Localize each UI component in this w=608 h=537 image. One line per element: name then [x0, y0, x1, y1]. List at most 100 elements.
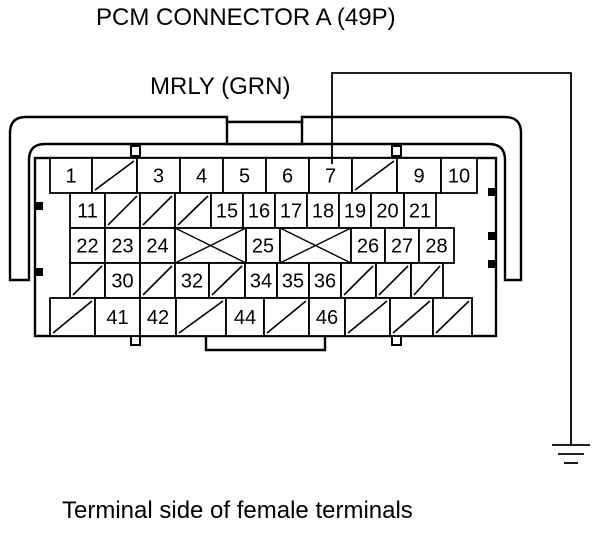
terminal-cell: 46: [308, 297, 346, 337]
blank-cavity: [139, 262, 176, 299]
terminal-cell: 19: [338, 192, 372, 229]
terminal-number: 6: [282, 166, 293, 188]
terminal-cell: 18: [306, 192, 340, 229]
terminal-cell: 6: [265, 157, 310, 194]
ground-icon: [552, 444, 590, 464]
blank-cavity: [104, 192, 141, 229]
terminal-cell: 17: [274, 192, 308, 229]
blank-cavity: [375, 262, 412, 299]
lock-pin-right-1: [488, 188, 495, 196]
terminal-cell: 44: [225, 297, 265, 337]
terminal-number: 34: [250, 271, 272, 293]
top-key-right: [391, 145, 402, 157]
bottom-tab: [204, 336, 327, 352]
terminal-number: 26: [357, 236, 379, 258]
terminal-cell: 20: [370, 192, 405, 229]
terminal-cell: 7: [308, 157, 353, 194]
blank-cavity: [432, 297, 473, 337]
bottom-key-left: [130, 335, 141, 346]
blank-cavity: [139, 192, 176, 229]
terminal-number: 25: [252, 236, 274, 258]
bottom-key-right: [391, 335, 402, 346]
terminal-cell: 4: [179, 157, 224, 194]
terminal-number: 23: [111, 236, 133, 258]
terminal-cell: 22: [69, 227, 106, 264]
terminal-number: 46: [316, 307, 338, 329]
terminal-cell: 9: [396, 157, 442, 194]
blank-cavity: [49, 297, 96, 337]
blank-cavity: [410, 262, 444, 299]
terminal-cell: 15: [210, 192, 244, 229]
terminal-cell: 11: [69, 192, 106, 229]
terminal-cell: 28: [418, 227, 455, 264]
terminal-cell: 27: [384, 227, 420, 264]
blank-cavity: [389, 297, 434, 337]
terminal-cell: 41: [94, 297, 141, 337]
connector-title: PCM CONNECTOR A (49P): [96, 4, 396, 31]
blank-cavity: [263, 297, 310, 337]
blank-cavity: [174, 192, 212, 229]
top-key-left: [130, 145, 141, 157]
terminal-number: 3: [153, 166, 164, 188]
terminal-number: 41: [106, 307, 128, 329]
terminal-cell: 36: [308, 262, 342, 299]
terminal-cell: 25: [245, 227, 281, 264]
terminal-cell: 42: [139, 297, 177, 337]
terminal-number: 22: [76, 236, 98, 258]
terminal-cell: 5: [222, 157, 267, 194]
terminal-number: 11: [77, 201, 98, 223]
terminal-number: 21: [409, 201, 431, 223]
blank-cavity: [344, 297, 391, 337]
blank-cavity: [69, 262, 106, 299]
terminal-number: 9: [413, 166, 424, 188]
terminal-cell: 32: [174, 262, 210, 299]
terminal-number: 1: [65, 166, 76, 188]
blank-cavity: [174, 227, 247, 264]
terminal-cell: 3: [136, 157, 181, 194]
terminal-cell: 10: [440, 157, 478, 194]
terminal-number: 36: [314, 271, 336, 293]
terminal-number: 17: [280, 201, 302, 223]
terminal-number: 18: [312, 201, 334, 223]
blank-cavity: [279, 227, 352, 264]
wire-label: MRLY (GRN): [150, 73, 291, 100]
lock-pin-left-1: [36, 202, 43, 210]
terminal-number: 16: [248, 201, 270, 223]
terminal-number: 44: [234, 307, 256, 329]
terminal-number: 19: [344, 201, 366, 223]
top-latch: [225, 120, 304, 146]
terminal-cell: 35: [276, 262, 310, 299]
terminal-cell: 16: [242, 192, 276, 229]
terminal-number: 24: [146, 236, 168, 258]
terminal-cell: 24: [139, 227, 176, 264]
terminal-number: 30: [111, 271, 133, 293]
lock-pin-left-2: [36, 268, 43, 276]
terminal-number: 7: [325, 166, 336, 188]
blank-cavity: [351, 157, 398, 194]
terminal-cell: 23: [104, 227, 141, 264]
terminal-cell: 26: [350, 227, 386, 264]
terminal-number: 27: [391, 236, 413, 258]
terminal-number: 5: [239, 166, 250, 188]
terminal-number: 15: [216, 201, 238, 223]
blank-cavity: [175, 297, 227, 337]
terminal-number: 4: [196, 166, 207, 188]
terminal-cell: 30: [104, 262, 141, 299]
housing-outline: [8, 115, 523, 282]
terminal-number: 28: [425, 236, 447, 258]
mrly-wire: [331, 72, 572, 445]
terminal-number: 10: [448, 166, 470, 188]
terminal-number: 20: [376, 201, 398, 223]
diagram-caption: Terminal side of female terminals: [62, 497, 413, 524]
terminal-cell: 21: [403, 192, 437, 229]
terminal-cell: 1: [49, 157, 93, 194]
terminal-number: 35: [282, 271, 304, 293]
terminal-cell: 34: [244, 262, 278, 299]
blank-cavity: [208, 262, 246, 299]
blank-cavity: [340, 262, 377, 299]
lock-pin-right-3: [488, 260, 495, 268]
lock-pin-right-2: [488, 232, 495, 240]
